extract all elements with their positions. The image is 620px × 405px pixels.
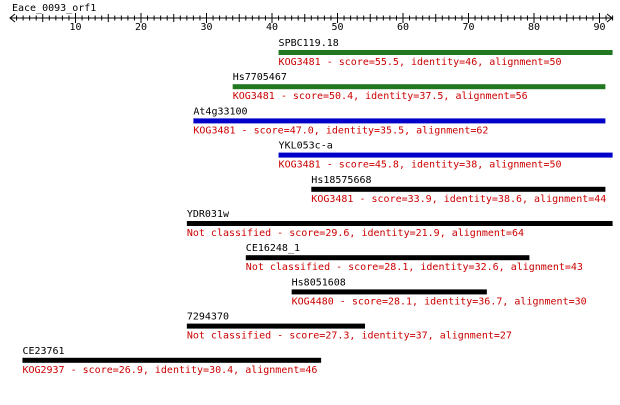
axis-tick-label: 10 bbox=[69, 22, 81, 33]
hit-bar[interactable] bbox=[193, 118, 606, 124]
hit-name[interactable]: Hs18575668 bbox=[311, 175, 371, 186]
axis-right-arrow-icon bbox=[606, 13, 613, 23]
axis-tick-label: 60 bbox=[397, 22, 409, 33]
axis-tick-label: 70 bbox=[462, 22, 474, 33]
hit-annotation: KOG2937 - score=26.9, identity=30.4, ali… bbox=[22, 365, 317, 376]
hit-name[interactable]: YKL053c-a bbox=[279, 141, 333, 152]
hit-name[interactable]: SPBC119.18 bbox=[279, 38, 339, 49]
hit-bar[interactable] bbox=[186, 323, 366, 329]
axis-major-ticks bbox=[75, 13, 600, 23]
axis-tick-labels: 10 20 30 40 50 60 70 80 90 bbox=[69, 22, 605, 33]
axis-tick-label: 30 bbox=[200, 22, 212, 33]
axis-tick-label: 90 bbox=[593, 22, 605, 33]
hit-annotation: KOG3481 - score=47.0, identity=35.5, ali… bbox=[193, 125, 488, 136]
hit-name[interactable]: CE16248_1 bbox=[246, 243, 300, 254]
axis-tick-label: 40 bbox=[266, 22, 278, 33]
hit-bar[interactable] bbox=[232, 84, 606, 90]
hit-annotation: Not classified - score=28.1, identity=32… bbox=[246, 262, 583, 273]
axis-tick-label: 50 bbox=[331, 22, 343, 33]
axis-tick-label: 80 bbox=[528, 22, 540, 33]
hit-annotation: KOG3481 - score=33.9, identity=38.6, ali… bbox=[311, 194, 606, 205]
hit-name[interactable]: At4g33100 bbox=[193, 106, 247, 117]
hit-annotation: KOG3481 - score=45.8, identity=38, align… bbox=[279, 160, 562, 171]
hit-annotation: Not classified - score=29.6, identity=21… bbox=[187, 228, 524, 239]
hit-bar[interactable] bbox=[278, 50, 613, 55]
hit-bar[interactable] bbox=[291, 289, 487, 295]
hit-name[interactable]: CE23761 bbox=[22, 346, 64, 357]
query-axis: 10 20 30 40 50 60 70 80 90 bbox=[9, 13, 614, 33]
hit-name[interactable]: YDR031w bbox=[187, 209, 230, 220]
hit-name[interactable]: Hs7705467 bbox=[233, 72, 287, 83]
hit-name[interactable]: 7294370 bbox=[187, 312, 229, 323]
axis-minor-ticks bbox=[16, 14, 614, 22]
hit-bar[interactable] bbox=[245, 255, 530, 261]
axis-tick-label: 20 bbox=[135, 22, 147, 33]
axis-left-arrow-icon bbox=[9, 13, 16, 23]
hit-annotation: KOG3481 - score=55.5, identity=46, align… bbox=[279, 57, 562, 68]
hit-annotation: KOG3481 - score=50.4, identity=37.5, ali… bbox=[233, 91, 528, 102]
hit-bar[interactable] bbox=[22, 357, 322, 363]
hit-bar[interactable] bbox=[311, 186, 606, 192]
hit-name[interactable]: Hs8051608 bbox=[292, 277, 346, 288]
hit-bar[interactable] bbox=[278, 152, 613, 158]
hit-bar[interactable] bbox=[186, 221, 613, 226]
query-title: Eace_0093_orf1 bbox=[12, 3, 96, 14]
hit-annotation: Not classified - score=27.3, identity=37… bbox=[187, 331, 512, 342]
hit-annotation: KOG4480 - score=28.1, identity=36.7, ali… bbox=[292, 296, 587, 307]
